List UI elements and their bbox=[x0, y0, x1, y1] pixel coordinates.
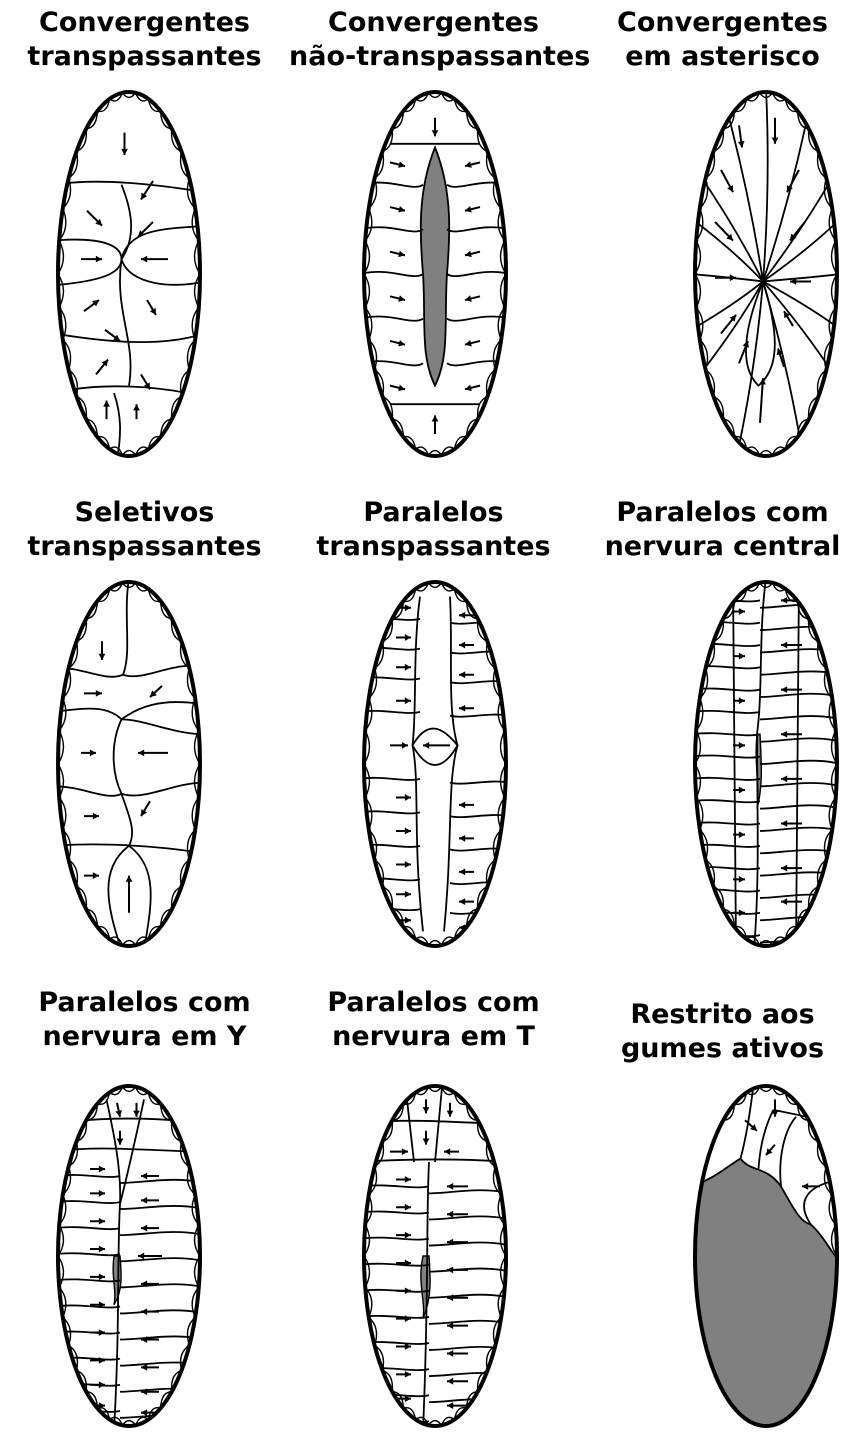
biface-leaf-diagram bbox=[360, 88, 510, 460]
title-line-2: transpassantes bbox=[0, 530, 289, 564]
title-line-2: transpassantes bbox=[0, 40, 289, 74]
title-line-1: Paralelos com bbox=[578, 496, 867, 530]
panel-title: Paralelos com nervura em T bbox=[289, 986, 578, 1054]
panel-title: Restrito aos gumes ativos bbox=[578, 998, 867, 1066]
unflaked-central-area bbox=[421, 148, 450, 386]
title-line-1: Paralelos bbox=[289, 496, 578, 530]
biface-leaf-diagram bbox=[691, 578, 841, 950]
title-line-1: Convergentes bbox=[578, 6, 867, 40]
title-line-1: Seletivos bbox=[0, 496, 289, 530]
title-line-1: Paralelos com bbox=[289, 986, 578, 1020]
title-line-2: em asterisco bbox=[578, 40, 867, 74]
panel-title: Paralelos transpassantes bbox=[289, 496, 578, 564]
title-line-1: Restrito aos bbox=[578, 998, 867, 1032]
title-line-2: nervura em T bbox=[289, 1020, 578, 1054]
biface-leaf-diagram bbox=[691, 1082, 841, 1430]
title-line-2: não-transpassantes bbox=[289, 40, 578, 74]
title-line-1: Paralelos com bbox=[0, 986, 289, 1020]
biface-leaf-diagram bbox=[360, 578, 510, 950]
title-line-2: gumes ativos bbox=[578, 1032, 867, 1066]
panel-title: Seletivos transpassantes bbox=[0, 496, 289, 564]
biface-leaf-diagram bbox=[54, 578, 204, 950]
panel-title: Paralelos com nervura em Y bbox=[0, 986, 289, 1054]
title-line-2: transpassantes bbox=[289, 530, 578, 564]
panel-title: Convergentes não-transpassantes bbox=[289, 6, 578, 74]
title-line-1: Convergentes bbox=[289, 6, 578, 40]
biface-leaf-diagram bbox=[691, 88, 841, 460]
panel-title: Convergentes em asterisco bbox=[578, 6, 867, 74]
panel-title: Paralelos com nervura central bbox=[578, 496, 867, 564]
biface-leaf-diagram bbox=[360, 1082, 510, 1430]
title-line-2: nervura central bbox=[578, 530, 867, 564]
title-line-1: Convergentes bbox=[0, 6, 289, 40]
title-line-2: nervura em Y bbox=[0, 1020, 289, 1054]
panel-title: Convergentes transpassantes bbox=[0, 6, 289, 74]
biface-leaf-diagram bbox=[54, 88, 204, 460]
biface-leaf-diagram bbox=[54, 1082, 204, 1430]
